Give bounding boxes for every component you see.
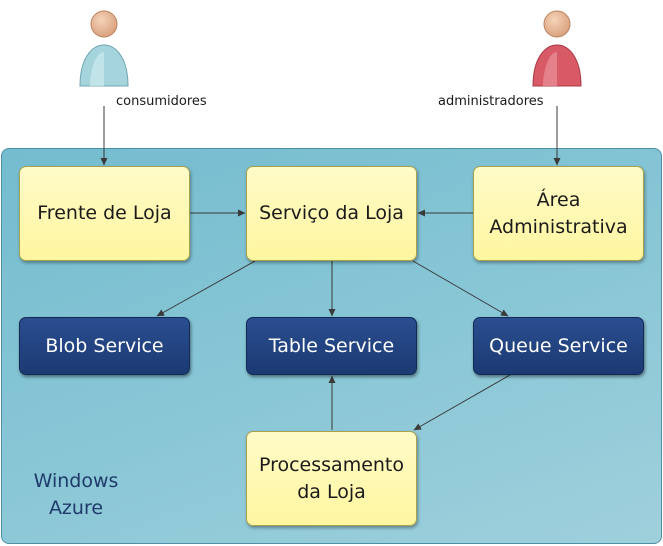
- queue-service-label: Queue Service: [489, 334, 628, 357]
- edge-queue-processing: [413, 374, 511, 431]
- admin-area-label: Área Administrativa: [489, 188, 628, 238]
- admin-person-icon: [532, 10, 582, 87]
- store-service-label: Serviço da Loja: [259, 202, 404, 225]
- blob-service-node[interactable]: Blob Service: [19, 317, 190, 375]
- storefront-node[interactable]: Frente de Loja: [19, 166, 190, 261]
- table-service-node[interactable]: Table Service: [246, 317, 417, 375]
- store-processing-label: Processamento da Loja: [258, 453, 405, 503]
- consumer-person-icon: [79, 10, 129, 87]
- store-processing-node[interactable]: Processamento da Loja: [246, 431, 417, 526]
- admins-label: administradores: [438, 94, 544, 109]
- consumers-label: consumidores: [116, 94, 207, 109]
- store-service-node[interactable]: Serviço da Loja: [246, 166, 417, 261]
- edge-store-service-queue: [412, 260, 509, 317]
- queue-service-node[interactable]: Queue Service: [473, 317, 644, 375]
- table-service-label: Table Service: [268, 334, 395, 357]
- admin-area-node[interactable]: Área Administrativa: [473, 166, 644, 261]
- edge-store-service-blob: [156, 260, 256, 317]
- windows-azure-label: Windows Azure: [33, 470, 119, 519]
- storefront-label: Frente de Loja: [37, 202, 172, 225]
- blob-service-label: Blob Service: [45, 334, 164, 357]
